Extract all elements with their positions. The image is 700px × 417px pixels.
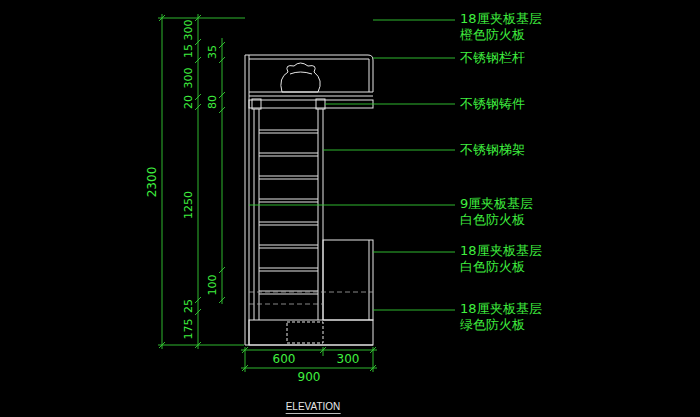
dimension-value: 15: [183, 44, 194, 58]
callout-label: 18厘夹板基层 白色防火板: [460, 243, 552, 276]
dimension-value: 35: [207, 45, 218, 59]
callout-label: 18厘夹板基层 橙色防火板: [460, 11, 552, 44]
dimension-value: 600: [273, 353, 296, 365]
dimension-value: 80: [207, 95, 218, 109]
dimension-value: 175: [183, 319, 194, 340]
dimension-value: 25: [183, 299, 194, 313]
dimension-value: 300: [183, 20, 194, 41]
dimension-value: 1250: [183, 191, 194, 219]
callout-label: 18厘夹板基层 绿色防火板: [460, 301, 552, 334]
dimension-value: 100: [207, 275, 218, 296]
callout-label: 不锈钢梯架: [460, 142, 525, 158]
drawing-caption: ELEVATION: [286, 401, 341, 414]
callout-label: 不锈钢栏杆: [460, 50, 525, 66]
bunk-elevation: [245, 55, 373, 345]
dimension-value: 300: [183, 68, 194, 89]
callout-label: 9厘夹板基层 白色防火板: [460, 196, 552, 229]
dimension-value: 20: [183, 95, 194, 109]
callout-label: 不锈钢铸件: [460, 96, 525, 112]
dimension-value: 900: [298, 371, 321, 383]
dimension-value: 300: [337, 353, 360, 365]
dimension-value: 2300: [146, 167, 158, 198]
dimension-lines: [158, 14, 455, 372]
